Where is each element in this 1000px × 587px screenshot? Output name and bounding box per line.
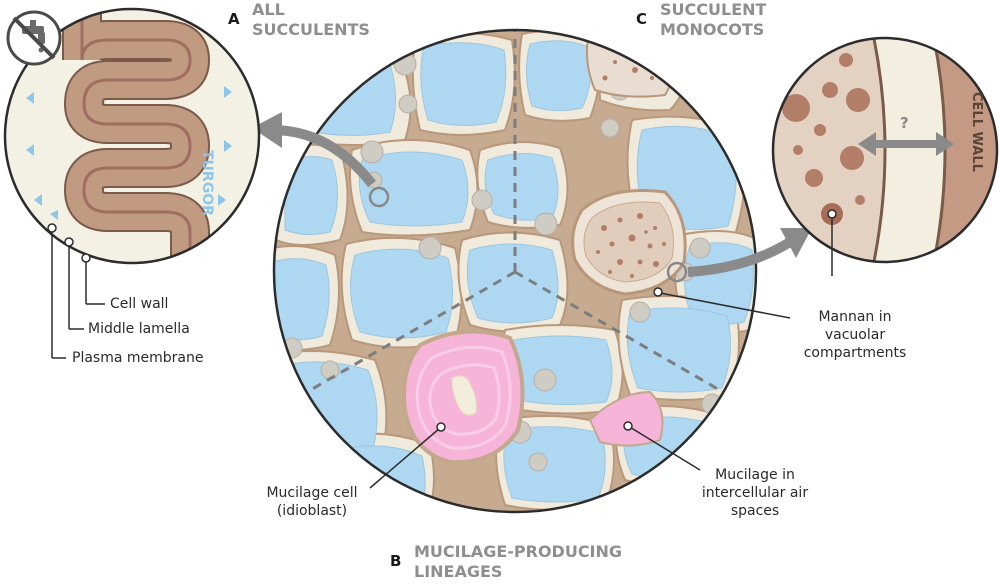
main-leader-lines [369,292,791,489]
mannan-label-line1: Mannan in [818,309,892,325]
mucilage-idioblast [402,329,525,465]
panel-b-letter: B [390,552,402,570]
intercellular-mucilage [588,390,664,447]
double-headed-arrow [858,132,954,156]
mannan-cell [571,188,687,296]
mucilage-air-label-line3: spaces [730,503,780,519]
mannan-label: Mannan in vacuolar compartments [790,308,920,362]
mucilage-cell-label-line1: Mucilage cell [266,485,358,501]
inset-a-outline [3,7,261,265]
cell-wall-label: Cell wall [110,296,169,312]
question-mark: ? [900,114,909,132]
mannan-label-line3: compartments [803,345,907,361]
mucilage-cell-label-line2: (idioblast) [276,503,348,519]
vacuole-group [274,40,754,512]
panel-c-title-line1: SUCCULENT [660,0,767,19]
inset-c-marker [827,209,837,219]
zoom-arrow-a [252,112,376,188]
panel-a-title-line1: ALL [252,0,285,19]
mucilage-air-label-line2: intercellular air [701,485,809,501]
zoom-target-a [368,186,390,208]
panel-b-title-line2: LINEAGES [414,562,503,581]
inset-c-outline [771,36,999,264]
middle-lamella-label: Middle lamella [88,321,190,337]
mucilage-air-label: Mucilage in intercellular air spaces [690,466,820,520]
tissue-cross-section [274,30,756,512]
zoom-arrow-c [687,228,812,277]
zoom-target-c [666,261,688,283]
mucilage-cell-label: Mucilage cell (idioblast) [252,484,372,520]
turgor-label: TURGOR [199,150,215,216]
inset-a-markers [47,223,91,263]
mannan-particles [596,213,666,278]
main-markers [436,287,663,432]
panel-c-letter: C [636,10,648,28]
inset-c-cell-wall-label: CELL WALL [969,92,984,172]
mucilage-air-label-line1: Mucilage in [715,467,795,483]
panel-b-title-line1: MUCILAGE-PRODUCING [414,542,623,561]
no-water-tap-icon [6,10,62,66]
plasma-membrane-label: Plasma membrane [72,350,204,366]
panel-a-title-line2: SUCCULENTS [252,20,370,39]
sector-dividers [299,30,731,398]
turgor-arrows [26,48,232,220]
tissue-circle-outline [272,28,758,514]
panel-a-letter: A [228,10,240,28]
mannan-label-line2: vacuolar [824,327,886,343]
panel-c-title-line2: MONOCOTS [660,20,765,39]
inset-a-leader-lines [51,228,105,359]
